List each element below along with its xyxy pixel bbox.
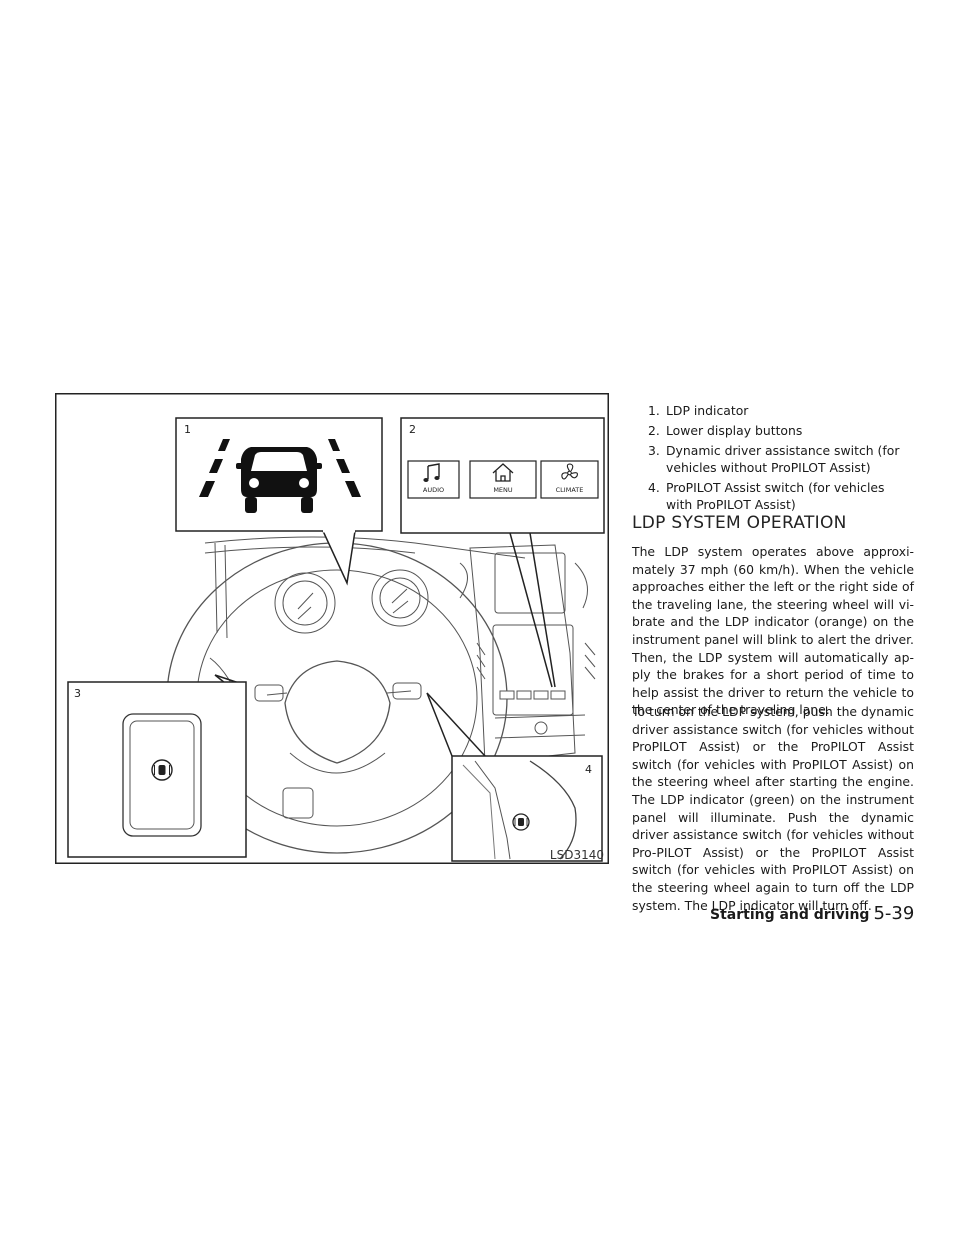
legend-item: 2.Lower display buttons [648,423,803,438]
legend-item-text: Lower display buttons [666,423,803,438]
legend-item: 4.ProPILOT Assist switch (for vehicles w… [648,480,885,512]
callout-number-1: 1 [184,423,191,436]
callout-1-ldp-indicator: 1 [175,417,383,586]
music-note-icon [423,463,440,482]
legend-item-text: LDP indicator [666,403,749,418]
driver-assistance-switch-icon [151,759,173,781]
home-icon [492,463,514,482]
legend-item-text: Dynamic driver assistance switch (for ve… [666,443,900,475]
legend-item-text: ProPILOT Assist switch (for vehicles wit… [666,480,885,512]
callout-4-propilot-assist-switch: 4 [426,692,603,862]
legend-item: 3.Dynamic driver assistance switch (for … [648,443,900,475]
callout-number-2: 2 [409,423,416,436]
callout-number-4: 4 [585,763,592,776]
callout-3-dynamic-driver-assistance-switch: 3 [67,674,247,858]
fan-icon [561,463,578,480]
audio-button-label: AUDIO [423,486,444,494]
menu-button-label: MENU [493,486,513,494]
car-front-icon [236,447,322,513]
footer-section-title: Starting and driving [710,907,870,923]
propilot-switch-icon [512,813,530,831]
callout-legend: 1.LDP indicator 2.Lower display buttons … [632,402,914,516]
body-paragraph: The LDP system operates above approxi-ma… [632,544,914,718]
callout-2-lower-display-buttons: 2 AUDIO MENU CLIM [400,417,605,688]
section-heading: LDP SYSTEM OPERATION [632,513,847,533]
audio-button [407,460,460,499]
page-number: 5-39 [873,903,915,924]
climate-button-label: CLIMATE [556,486,584,494]
figure-code: LSD3140 [550,848,604,862]
dashboard-line-art [166,536,596,854]
body-paragraph: To turn on the LDP system, push the dyna… [632,704,914,913]
legend-item: 1.LDP indicator [648,403,749,418]
dashboard-illustration: 1 [55,393,609,864]
callout-number-3: 3 [74,687,81,700]
menu-button [469,460,537,499]
lane-lines-icon [199,439,361,497]
illustration-figure: 1 [55,393,609,864]
climate-button [540,460,599,499]
